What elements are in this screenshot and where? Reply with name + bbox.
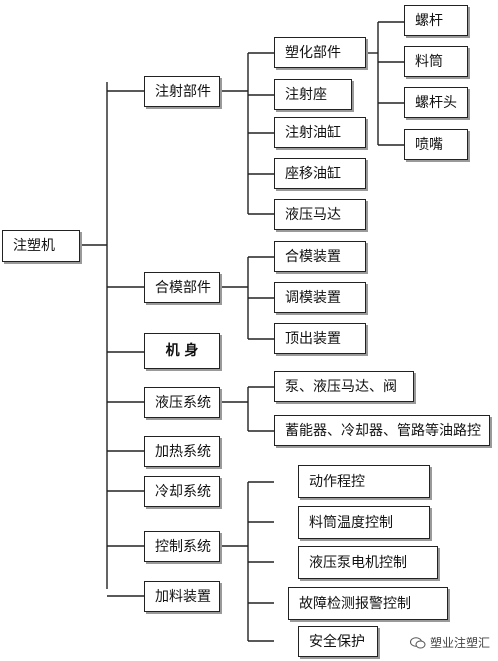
node-screw: 螺杆 [404,5,468,36]
node-injection-cylinder: 注射油缸 [274,117,366,148]
watermark: 塑业注塑汇 [409,634,490,651]
node-barrel: 料筒 [404,46,468,77]
node-mold-closing-device: 合模装置 [274,241,366,272]
node-barrel-temp-control: 料筒温度控制 [298,506,430,539]
node-ejector-device: 顶出装置 [274,323,366,354]
node-mold-adjusting-device: 调模装置 [274,282,366,313]
node-screw-head: 螺杆头 [404,87,468,118]
watermark-text: 塑业注塑汇 [429,636,490,650]
node-machine-body: 机 身 [144,333,220,369]
node-pump-motor-valve: 泵、液压马达、阀 [274,371,414,402]
node-safety-protection: 安全保护 [298,626,378,657]
node-heating-system: 加热系统 [144,436,220,467]
node-nozzle: 喷嘴 [404,129,468,160]
node-fault-alarm-control: 故障检测报警控制 [288,587,448,620]
node-control-system: 控制系统 [144,531,220,562]
node-pump-motor-control: 液压泵电机控制 [298,546,438,579]
node-injection-unit: 注射部件 [144,76,220,107]
node-clamping-unit: 合模部件 [144,272,220,303]
node-accumulator-cooler-pipes: 蓄能器、冷却器、管路等油路控 [274,415,490,446]
node-seat-shift-cylinder: 座移油缸 [274,158,366,189]
node-feeding-device: 加料装置 [144,581,220,612]
node-hydraulic-motor: 液压马达 [274,199,366,230]
wechat-logo-icon [409,636,426,648]
node-cooling-system: 冷却系统 [144,476,220,507]
node-hydraulic-system: 液压系统 [144,387,220,418]
node-injection-seat: 注射座 [274,79,352,110]
node-action-program-control: 动作程控 [298,465,430,498]
root-node: 注塑机 [2,230,80,262]
node-plasticizing-part: 塑化部件 [274,37,366,68]
